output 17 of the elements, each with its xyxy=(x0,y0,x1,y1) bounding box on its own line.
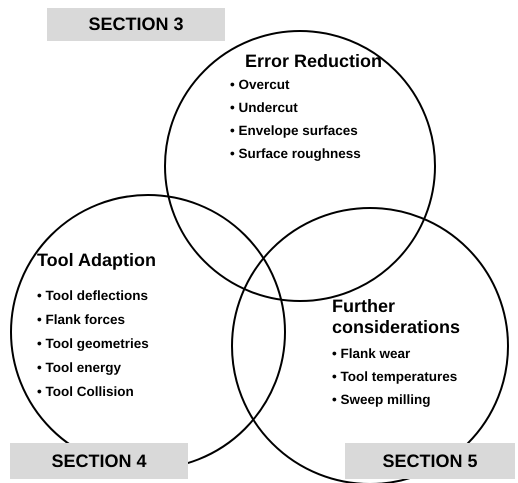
bullet-item: • Tool geometries xyxy=(37,336,149,351)
bullet-item: • Flank forces xyxy=(37,312,126,327)
circle-heading: Further considerations xyxy=(332,296,462,338)
bullet-item: • Undercut xyxy=(230,100,298,115)
bullet-item: • Overcut xyxy=(230,77,290,92)
bullet-item: • Tool energy xyxy=(37,360,121,375)
bullet-item: • Tool deflections xyxy=(37,288,148,303)
bullet-item: • Tool Collision xyxy=(37,384,134,399)
bullet-item: • Surface roughness xyxy=(230,146,361,161)
bullet-item: • Tool temperatures xyxy=(332,369,458,384)
bullet-item: • Envelope surfaces xyxy=(230,123,358,138)
bullet-item: • Flank wear xyxy=(332,346,410,361)
section-label: SECTION 4 xyxy=(10,443,188,479)
circle-heading: Error Reduction xyxy=(245,51,384,72)
section-label: SECTION 3 xyxy=(47,8,225,41)
bullet-item: • Sweep milling xyxy=(332,392,430,407)
circle-heading: Tool Adaption xyxy=(37,250,157,271)
